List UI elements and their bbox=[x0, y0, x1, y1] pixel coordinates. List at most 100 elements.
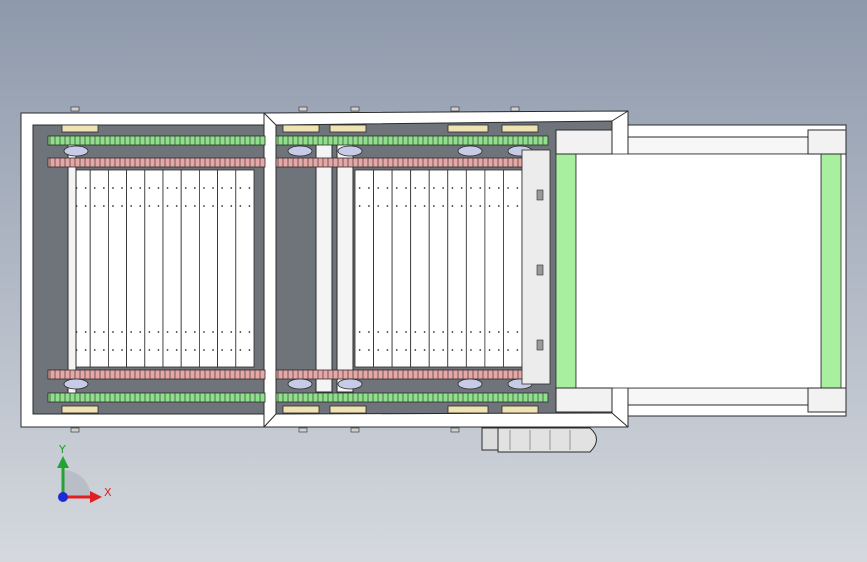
slat-hole bbox=[432, 187, 435, 189]
slat-hole bbox=[112, 349, 114, 351]
left-slat bbox=[198, 169, 218, 368]
drive-chains bbox=[47, 124, 549, 414]
slat-hole bbox=[239, 331, 242, 333]
slat-hole bbox=[157, 331, 160, 333]
left-slat bbox=[235, 169, 255, 368]
slat-hole bbox=[221, 349, 224, 351]
slat-hole bbox=[368, 187, 370, 189]
sprocket-pad bbox=[61, 124, 99, 133]
belt-conveyor bbox=[521, 124, 847, 417]
slat-hole bbox=[102, 349, 105, 351]
slat-hole bbox=[84, 349, 87, 351]
z-axis-marker bbox=[58, 492, 68, 502]
slat-hole bbox=[112, 205, 114, 207]
right-slat bbox=[465, 169, 486, 368]
slat-hole bbox=[358, 331, 361, 333]
slat-hole bbox=[166, 205, 169, 207]
slat-hole bbox=[139, 187, 142, 189]
slat-hole bbox=[184, 187, 187, 189]
slat-hole bbox=[175, 187, 178, 189]
slat-hole bbox=[507, 205, 509, 207]
slat-hole bbox=[221, 331, 224, 333]
slat-hole bbox=[368, 331, 370, 333]
slat-hole bbox=[121, 331, 123, 333]
slat-hole bbox=[442, 205, 445, 207]
drive-motor bbox=[481, 427, 597, 453]
frame-bolt bbox=[298, 427, 308, 433]
slat-hole bbox=[451, 349, 454, 351]
slat-hole bbox=[488, 187, 491, 189]
left-slat bbox=[162, 169, 182, 368]
slat-hole bbox=[451, 205, 454, 207]
coordinate-triad bbox=[57, 456, 102, 503]
slat-hole bbox=[488, 349, 491, 351]
slat-hole bbox=[358, 205, 361, 207]
slat-hole bbox=[395, 349, 398, 351]
slat-hole bbox=[102, 331, 105, 333]
slat-hole bbox=[432, 331, 435, 333]
slat-hole bbox=[148, 331, 151, 333]
slat-hole bbox=[497, 331, 500, 333]
left-slat bbox=[217, 169, 237, 368]
slat-hole bbox=[203, 349, 205, 351]
sprocket-hub bbox=[63, 145, 89, 157]
slat-hole bbox=[405, 205, 407, 207]
slat-hole bbox=[497, 349, 500, 351]
sprocket-hub bbox=[287, 145, 313, 157]
slat-hole bbox=[507, 187, 509, 189]
slat-hole bbox=[84, 331, 87, 333]
slat-hole bbox=[203, 331, 205, 333]
slat-hole bbox=[230, 349, 233, 351]
slat-hole bbox=[395, 205, 398, 207]
slat-hole bbox=[148, 187, 151, 189]
slat-hole bbox=[405, 331, 407, 333]
belt-bearing-bottom-left bbox=[555, 387, 613, 413]
frame-bolt bbox=[510, 106, 520, 112]
frame-corner-line bbox=[611, 110, 629, 122]
slat-hole bbox=[93, 331, 96, 333]
slat-hole bbox=[488, 205, 491, 207]
slat-hole bbox=[130, 187, 133, 189]
sprocket-pad bbox=[329, 405, 367, 414]
slat-hole bbox=[139, 349, 142, 351]
slat-hole bbox=[248, 331, 251, 333]
slat-hole bbox=[405, 349, 407, 351]
slat-hole bbox=[423, 205, 426, 207]
slat-hole bbox=[414, 205, 417, 207]
slat-hole bbox=[479, 205, 482, 207]
slat-hole bbox=[130, 205, 133, 207]
sprocket-pad bbox=[61, 405, 99, 414]
sprocket-pad bbox=[329, 124, 367, 133]
frame-bolt bbox=[70, 427, 80, 433]
left-slat bbox=[108, 169, 128, 368]
slat-hole bbox=[470, 187, 472, 189]
slat-hole bbox=[405, 187, 407, 189]
frame-bolt bbox=[450, 427, 460, 433]
sprocket-pad bbox=[447, 405, 489, 414]
slat-hole bbox=[203, 205, 205, 207]
slat-hole bbox=[442, 187, 445, 189]
sprocket-hub bbox=[287, 378, 313, 390]
slat-hole bbox=[212, 331, 214, 333]
slat-hole bbox=[175, 349, 178, 351]
slat-hole bbox=[148, 349, 151, 351]
bottom-chain-pink-left bbox=[47, 369, 266, 380]
slat-hole bbox=[423, 349, 426, 351]
slat-hole bbox=[93, 349, 96, 351]
slat-hole bbox=[516, 205, 519, 207]
slat-hole bbox=[460, 331, 463, 333]
frame-bolt bbox=[350, 427, 360, 433]
sprocket-pad bbox=[501, 405, 539, 414]
slat-hole bbox=[368, 349, 370, 351]
slat-hole bbox=[221, 205, 224, 207]
slat-hole bbox=[423, 187, 426, 189]
sprocket-hub bbox=[337, 378, 363, 390]
slat-hole bbox=[212, 349, 214, 351]
slat-hole bbox=[497, 205, 500, 207]
slat-hole bbox=[395, 187, 398, 189]
slat-hole bbox=[248, 205, 251, 207]
right-slat bbox=[354, 169, 374, 368]
slat-hole bbox=[432, 205, 435, 207]
frame-bolt bbox=[350, 106, 360, 112]
